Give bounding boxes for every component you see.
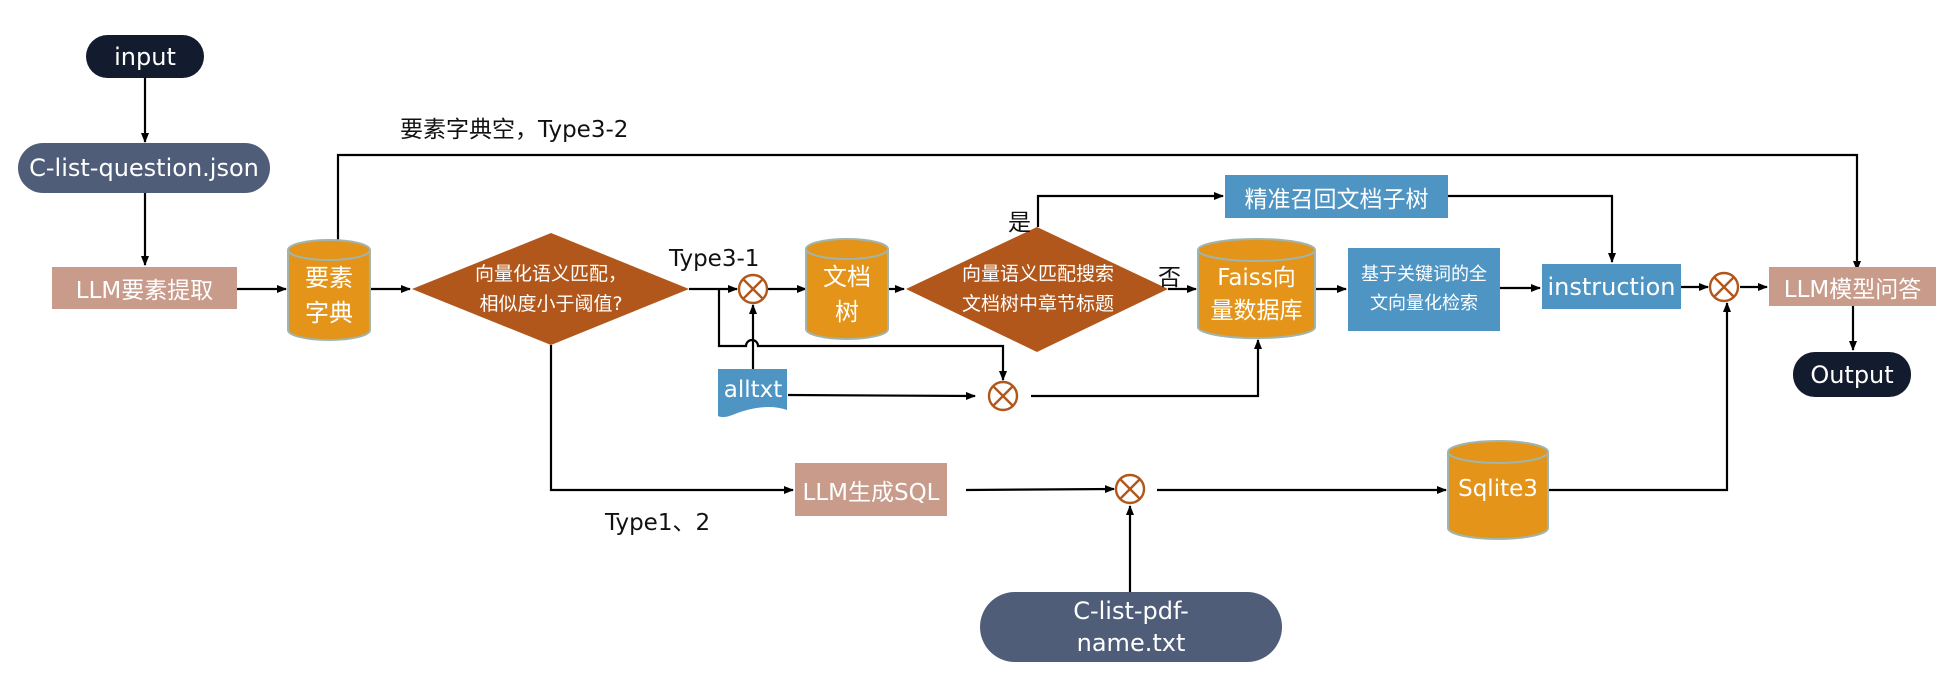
edge-empty-dict-to-llm-qa bbox=[336, 153, 1861, 271]
keyword-search-node[interactable]: 基于关键词的全 文向量化检索 bbox=[1348, 248, 1500, 331]
element-dict-cylinder[interactable] bbox=[287, 239, 371, 341]
edge-yes-to-precise-recall bbox=[1036, 192, 1224, 227]
instruction-node[interactable]: instruction bbox=[1542, 264, 1681, 309]
edge-sqlite-to-combiner-4 bbox=[1548, 302, 1731, 492]
edge-precise-recall-to-instruction bbox=[1448, 194, 1616, 263]
combiner-1-icon bbox=[737, 273, 769, 305]
decision-chapter-diamond[interactable] bbox=[906, 227, 1168, 352]
edge-alltxt-to-combiner-2 bbox=[787, 391, 976, 400]
faiss-db-label: Faiss向 量数据库 bbox=[1210, 264, 1303, 324]
edge-label-empty-dict: 要素字典空，Type3-2 bbox=[400, 117, 629, 143]
combiner-4-icon bbox=[1708, 271, 1740, 303]
edge-label-no: 否 bbox=[1158, 265, 1181, 291]
decision-chapter-label: 向量语义匹配搜索 文档树中章节标题 bbox=[961, 262, 1114, 315]
combiner-2-icon bbox=[987, 380, 1019, 412]
sqlite-label: Sqlite3 bbox=[1458, 476, 1538, 503]
sqlite-cylinder[interactable] bbox=[1447, 440, 1549, 540]
edge-combiner-2-to-faiss bbox=[1031, 339, 1262, 398]
llm-sql-node[interactable]: LLM生成SQL bbox=[795, 463, 947, 516]
decision-similarity-diamond[interactable] bbox=[412, 233, 689, 345]
edge-type1-2-to-llm-sql bbox=[549, 345, 794, 494]
decision-similarity-label: 向量化语义匹配， 相似度小于阈值? bbox=[474, 262, 627, 315]
output-terminal[interactable]: Output bbox=[1793, 352, 1911, 397]
edge-label-type1-2: Type1、2 bbox=[605, 510, 711, 536]
pdf-name-file-node[interactable]: C-list-pdf- name.txt bbox=[980, 592, 1282, 662]
precise-recall-node[interactable]: 精准召回文档子树 bbox=[1225, 175, 1448, 218]
question-file-node[interactable]: C-list-question.json bbox=[18, 143, 270, 193]
llm-extract-node[interactable]: LLM要素提取 bbox=[52, 267, 237, 309]
doc-tree-cylinder[interactable] bbox=[805, 238, 889, 340]
llm-qa-node[interactable]: LLM模型问答 bbox=[1769, 267, 1936, 306]
doc-tree-label: 文档 树 bbox=[823, 263, 871, 326]
input-terminal[interactable]: input bbox=[86, 35, 204, 78]
edge-label-type3-1: Type3-1 bbox=[669, 246, 760, 272]
edge-llm-sql-to-combiner-3 bbox=[965, 485, 1115, 494]
alltxt-label: alltxt bbox=[723, 377, 783, 404]
combiner-3-icon bbox=[1114, 473, 1146, 505]
edge-label-yes: 是 bbox=[1008, 210, 1031, 236]
element-dict-label: 要素 字典 bbox=[305, 264, 353, 327]
faiss-db-cylinder[interactable] bbox=[1197, 238, 1316, 340]
alltxt-document-shape[interactable] bbox=[718, 369, 787, 418]
